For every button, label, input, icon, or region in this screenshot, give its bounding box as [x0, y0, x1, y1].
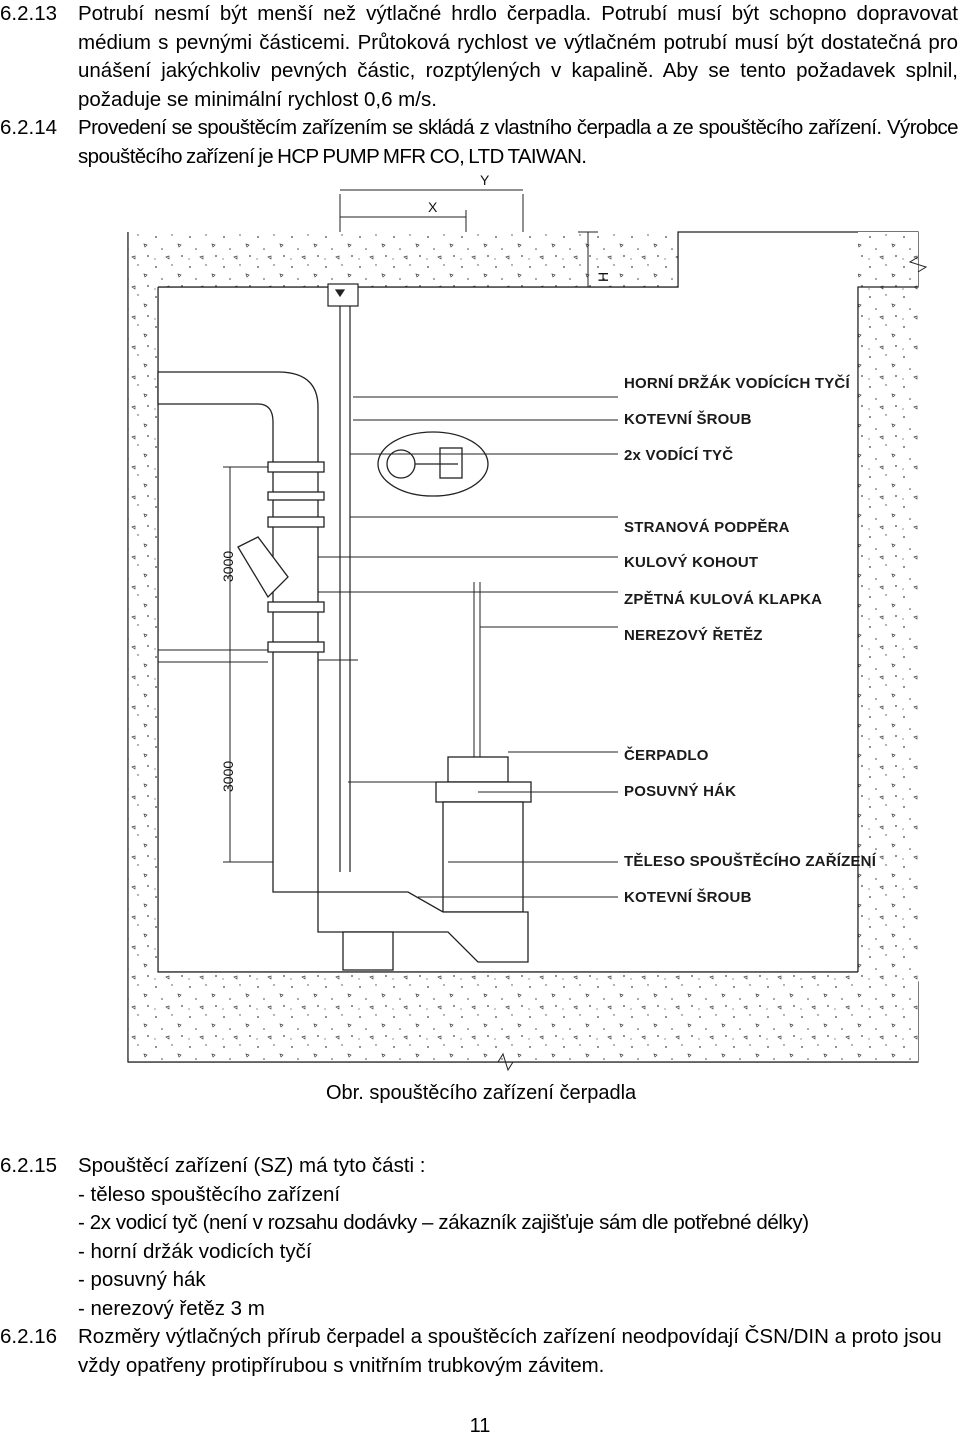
section-text: Potrubí nesmí být menší než výtlačné hrd…	[78, 2, 958, 111]
callout-labels: HORNÍ DRŽÁK VODÍCÍCH TYČÍ KOTEVNÍ ŠROUB …	[624, 374, 877, 906]
dim-h: H	[595, 272, 611, 282]
dim-lower: 3000	[220, 761, 236, 792]
lifting-device-diagram: Y X H 3000 3000	[127, 172, 928, 1072]
page-number: 11	[469, 1415, 491, 1437]
leader-lines	[318, 396, 618, 898]
concrete-walls	[127, 231, 928, 1072]
label-cerpadlo: ČERPADLO	[624, 746, 709, 764]
section-6-2-16: 6.2.16 Rozměry výtlačných přírub čerpade…	[0, 1323, 958, 1380]
figure-caption: Obr. spouštěcího zařízení čerpadla	[326, 1082, 637, 1104]
section-6-2-13: 6.2.13 Potrubí nesmí být menší než výtla…	[0, 0, 958, 114]
section-text: Rozměry výtlačných přírub čerpadel a spo…	[78, 1325, 942, 1377]
label-vodici-tyc: 2x VODÍCÍ TYČ	[624, 446, 733, 464]
list-item: - 2x vodicí tyč (není v rozsahu dodávky …	[78, 1211, 809, 1234]
label-horni-drzak: HORNÍ DRŽÁK VODÍCÍCH TYČÍ	[624, 374, 850, 392]
dim-y: Y	[480, 172, 490, 188]
list-item: - posuvný hák	[78, 1268, 206, 1291]
stainless-chain	[473, 582, 481, 757]
label-kotevni-sroub-top: KOTEVNÍ ŠROUB	[624, 410, 752, 428]
section-number: 6.2.15	[0, 1154, 57, 1177]
pump	[317, 756, 532, 971]
section-intro: Spouštěcí zařízení (SZ) má tyto části :	[78, 1154, 426, 1177]
label-kotevni-sroub-bottom: KOTEVNÍ ŠROUB	[624, 888, 752, 906]
label-posuvny-hak: POSUVNÝ HÁK	[624, 782, 736, 800]
section-number: 6.2.13	[0, 2, 57, 25]
label-stranova-podpera: STRANOVÁ PODPĚRA	[624, 518, 790, 536]
list-item: - těleso spouštěcího zařízení	[78, 1182, 341, 1206]
label-zpetna-klapka: ZPĚTNÁ KULOVÁ KLAPKA	[624, 590, 822, 608]
label-nerezovy-retez: NEREZOVÝ ŘETĚZ	[624, 626, 763, 644]
discharge-pipe	[157, 371, 358, 893]
section-number: 6.2.16	[0, 1325, 57, 1348]
section-number: 6.2.14	[0, 116, 57, 139]
detail-circle	[377, 431, 489, 497]
dim-x: X	[428, 199, 438, 215]
guide-rails	[327, 283, 359, 872]
label-teleso-sz: TĚLESO SPOUŠTĚCÍHO ZAŘÍZENÍ	[624, 852, 877, 870]
dim-upper: 3000	[220, 551, 236, 582]
list-item: - horní držák vodicích tyčí	[78, 1239, 312, 1263]
section-6-2-14: 6.2.14 Provedení se spouštěcím zařízením…	[0, 114, 959, 171]
list-item: - nerezový řetěz 3 m	[78, 1296, 265, 1320]
section-text: Provedení se spouštěcím zařízením se skl…	[78, 116, 959, 168]
label-kulovy-kohout: KULOVÝ KOHOUT	[624, 553, 758, 571]
section-6-2-15: 6.2.15 Spouštěcí zařízení (SZ) má tyto č…	[0, 1152, 958, 1323]
